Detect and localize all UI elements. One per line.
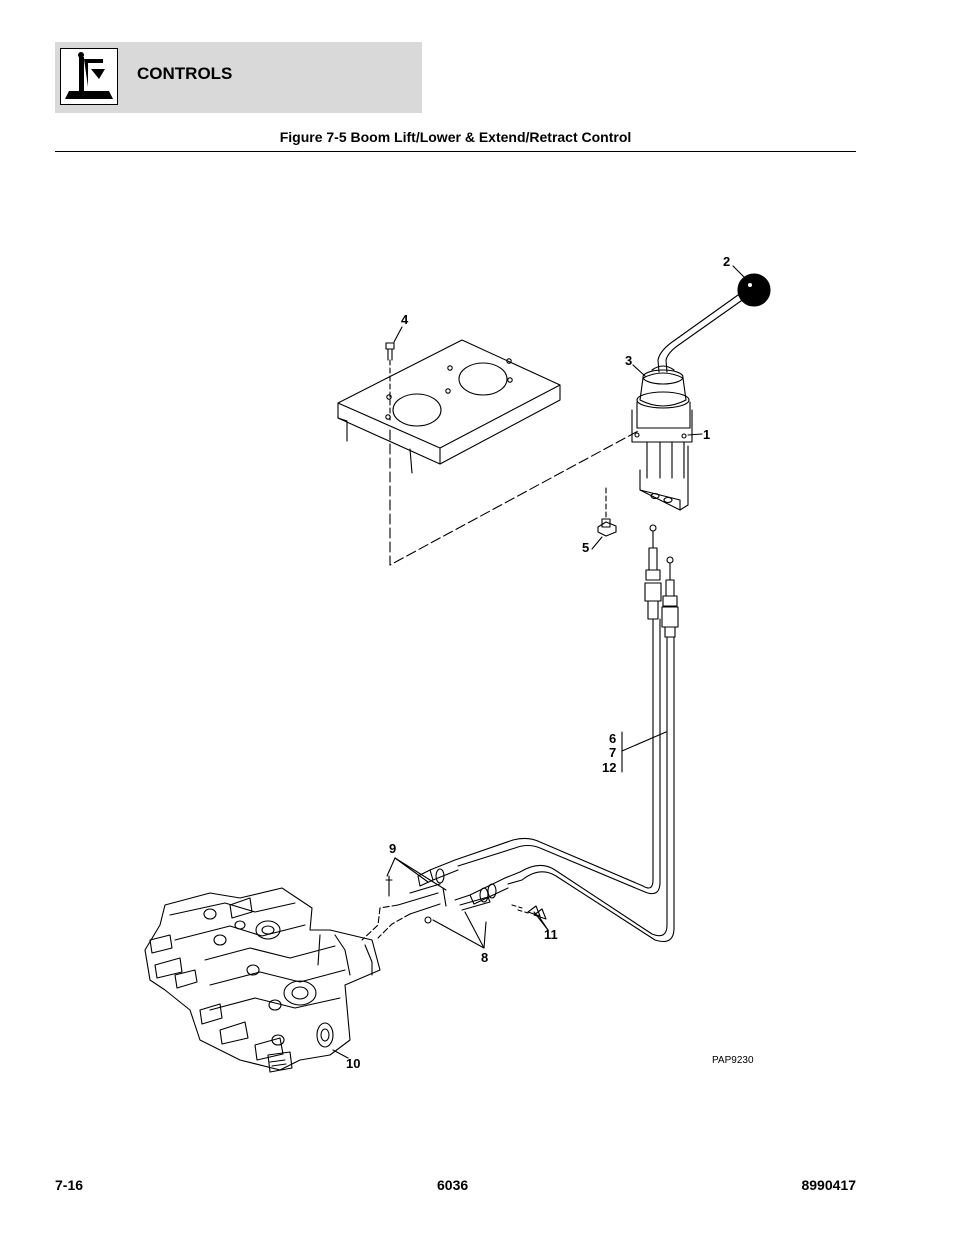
- callout-8: 8: [481, 950, 488, 965]
- screw-part: [385, 342, 395, 421]
- page-number: 7-16: [55, 1177, 84, 1193]
- joystick-assembly: [631, 289, 749, 511]
- controls-logo: [60, 48, 118, 105]
- assembly-leader: [389, 429, 641, 566]
- mounting-panel: [337, 339, 561, 474]
- clip-parts: [511, 904, 547, 920]
- cable-fittings-lower: [385, 859, 509, 924]
- nut-part: [597, 487, 617, 537]
- cable-ends-upper: [644, 524, 679, 638]
- callout-9: 9: [389, 841, 396, 856]
- callout-7: 7: [609, 745, 616, 760]
- callout-4: 4: [401, 312, 409, 327]
- manual-part-number: 8990417: [801, 1177, 856, 1193]
- callout-6: 6: [609, 731, 616, 746]
- section-title: CONTROLS: [137, 64, 233, 83]
- callout-2: 2: [723, 254, 730, 269]
- figure-reference-code: PAP9230: [712, 1055, 754, 1066]
- model-number: 6036: [437, 1177, 469, 1193]
- handle-knob: [737, 273, 771, 307]
- callout-10: 10: [346, 1056, 360, 1071]
- header-rule: [55, 151, 856, 152]
- figure-title: Figure 7-5 Boom Lift/Lower & Extend/Retr…: [279, 129, 632, 145]
- joystick-control-icon: [65, 52, 113, 99]
- callout-3: 3: [625, 353, 632, 368]
- callout-5: 5: [582, 540, 589, 555]
- callout-leaders: [332, 265, 746, 1059]
- control-cables: [454, 618, 675, 943]
- callout-1: 1: [703, 427, 710, 442]
- callout-11: 11: [544, 927, 558, 942]
- control-valve: [144, 887, 381, 1073]
- callout-12: 12: [602, 760, 616, 775]
